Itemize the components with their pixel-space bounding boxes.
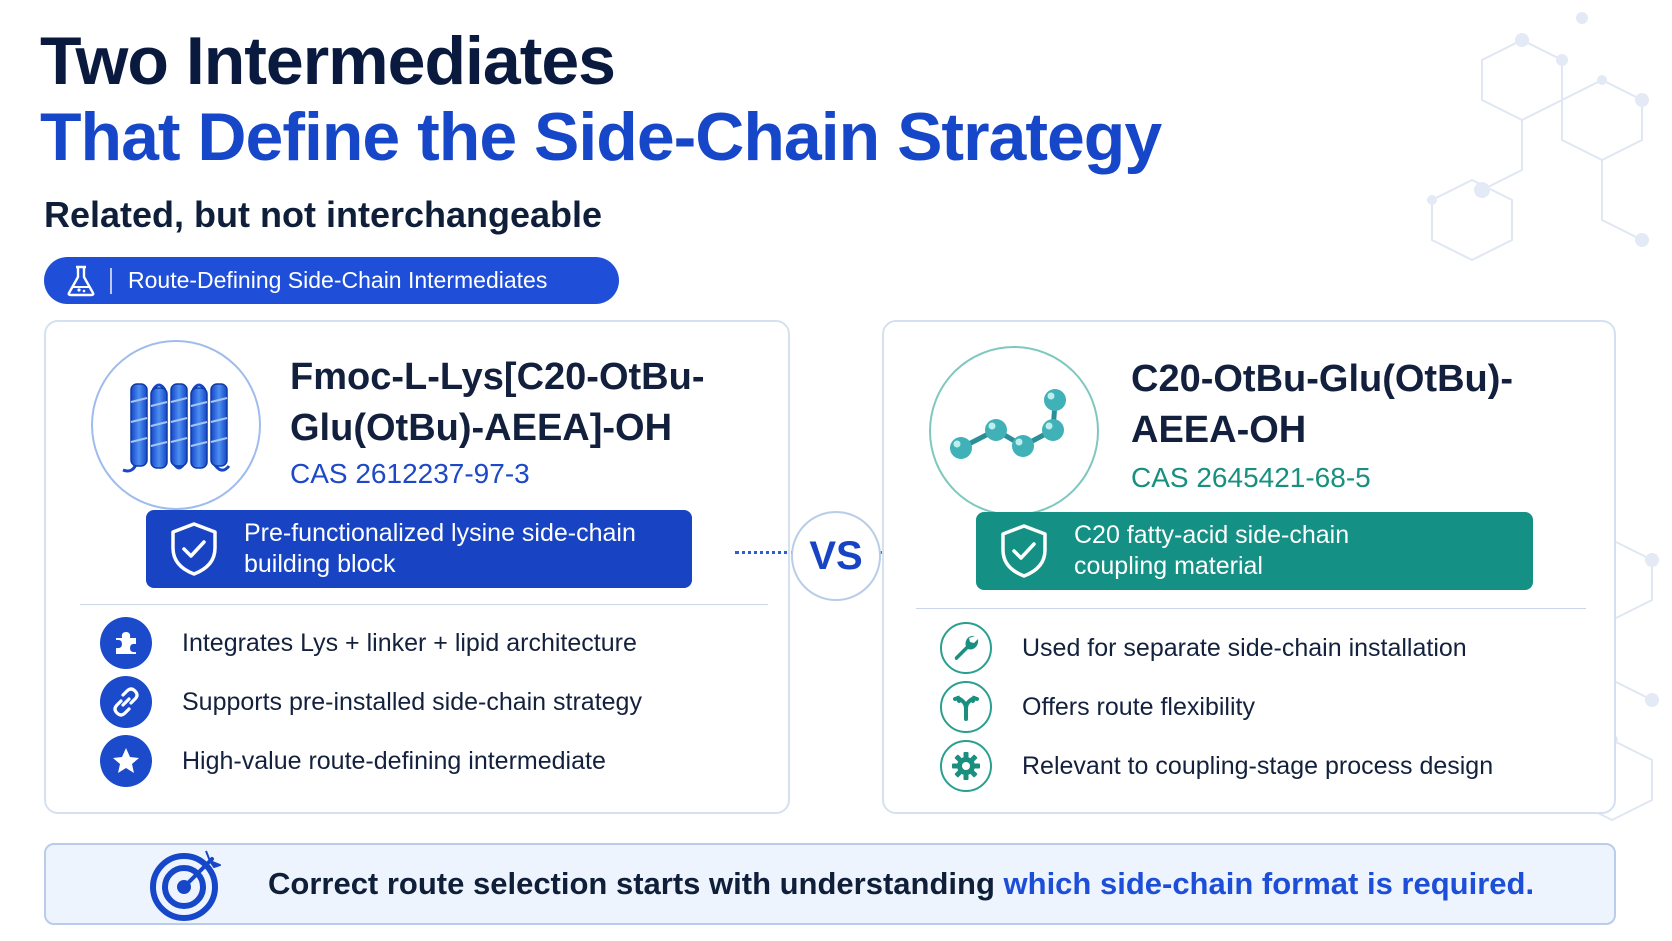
- right-feature-item: Offers route flexibility: [940, 681, 1255, 733]
- footer-callout: Correct route selection starts with unde…: [44, 843, 1616, 925]
- left-role-line-1: Pre-functionalized lysine side-chain: [244, 518, 636, 547]
- footer-message-start: Correct route selection starts with unde…: [268, 866, 1004, 901]
- left-intermediate-card: Fmoc-L-Lys[C20-OtBu- Glu(OtBu)-AEEA]-OH …: [44, 320, 790, 814]
- right-role-line-1: C20 fatty-acid side-chain: [1074, 520, 1350, 549]
- right-feature-text: Used for separate side-chain installatio…: [1022, 633, 1467, 662]
- right-feature-item: Relevant to coupling-stage process desig…: [940, 740, 1493, 792]
- footer-message: Correct route selection starts with unde…: [268, 866, 1534, 902]
- left-feature-text: High-value route-defining intermediate: [182, 746, 606, 775]
- right-product-name: C20-OtBu-Glu(OtBu)- AEEA-OH: [1131, 354, 1611, 455]
- link-icon: [100, 676, 152, 728]
- right-cas-number: CAS 2645421-68-5: [1131, 462, 1371, 493]
- right-role-badge: C20 fatty-acid side-chain coupling mater…: [976, 512, 1533, 590]
- left-divider: [80, 604, 768, 605]
- right-intermediate-card: C20-OtBu-Glu(OtBu)- AEEA-OH CAS 2645421-…: [882, 320, 1616, 814]
- footer-message-highlight: which side-chain format is required.: [1003, 866, 1535, 901]
- left-feature-text: Supports pre-installed side-chain strate…: [182, 687, 642, 716]
- left-product-name-line-1: Fmoc-L-Lys[C20-OtBu-: [290, 356, 705, 398]
- left-feature-item: Integrates Lys + linker + lipid architec…: [100, 617, 637, 669]
- right-feature-text: Relevant to coupling-stage process desig…: [1022, 751, 1494, 780]
- molecule-chain-icon: [950, 389, 1066, 459]
- right-role-line-2: coupling material: [1074, 552, 1263, 580]
- right-illustration-circle: [929, 346, 1099, 516]
- flask-icon: [67, 265, 95, 296]
- left-product-name-line-2: Glu(OtBu)-AEEA]-OH: [290, 406, 673, 449]
- right-divider: [916, 608, 1586, 609]
- left-role-badge: Pre-functionalized lysine side-chain bui…: [146, 510, 692, 588]
- vs-connector-left: [735, 551, 795, 554]
- title-line-2: That Define the Side-Chain Strategy: [40, 99, 1162, 175]
- left-role-line-2: building block: [244, 550, 396, 578]
- left-feature-text: Integrates Lys + linker + lipid architec…: [182, 628, 637, 657]
- branch-icon: [940, 681, 992, 733]
- shield-check-icon: [171, 522, 217, 576]
- tag-separator: [110, 267, 112, 294]
- right-product-name-line-1: C20-OtBu-Glu(OtBu)-: [1131, 358, 1514, 400]
- protein-helix-icon: [122, 383, 231, 473]
- title-line-1: Two Intermediates: [40, 23, 616, 99]
- left-cas-number: CAS 2612237-97-3: [290, 458, 530, 489]
- right-role-text: C20 fatty-acid side-chain coupling mater…: [1074, 520, 1349, 583]
- subtitle: Related, but not interchangeable: [44, 194, 603, 235]
- target-icon: [150, 850, 221, 921]
- right-feature-item: Used for separate side-chain installatio…: [940, 622, 1467, 674]
- tag-label: Route-Defining Side-Chain Intermediates: [128, 267, 548, 293]
- star-icon: [100, 735, 152, 787]
- left-illustration-circle: [91, 340, 261, 510]
- right-product-name-line-2: AEEA-OH: [1131, 408, 1307, 451]
- shield-check-icon: [1001, 524, 1047, 578]
- section-tag: Route-Defining Side-Chain Intermediates: [44, 257, 619, 304]
- gear-icon: [940, 740, 992, 792]
- puzzle-icon: [100, 617, 152, 669]
- left-role-text: Pre-functionalized lysine side-chain bui…: [244, 518, 636, 581]
- wrench-icon: [940, 622, 992, 674]
- vs-badge: VS: [791, 511, 881, 601]
- left-product-name: Fmoc-L-Lys[C20-OtBu- Glu(OtBu)-AEEA]-OH: [290, 352, 780, 453]
- left-feature-item: Supports pre-installed side-chain strate…: [100, 676, 642, 728]
- left-feature-item: High-value route-defining intermediate: [100, 735, 606, 787]
- right-feature-text: Offers route flexibility: [1022, 692, 1255, 721]
